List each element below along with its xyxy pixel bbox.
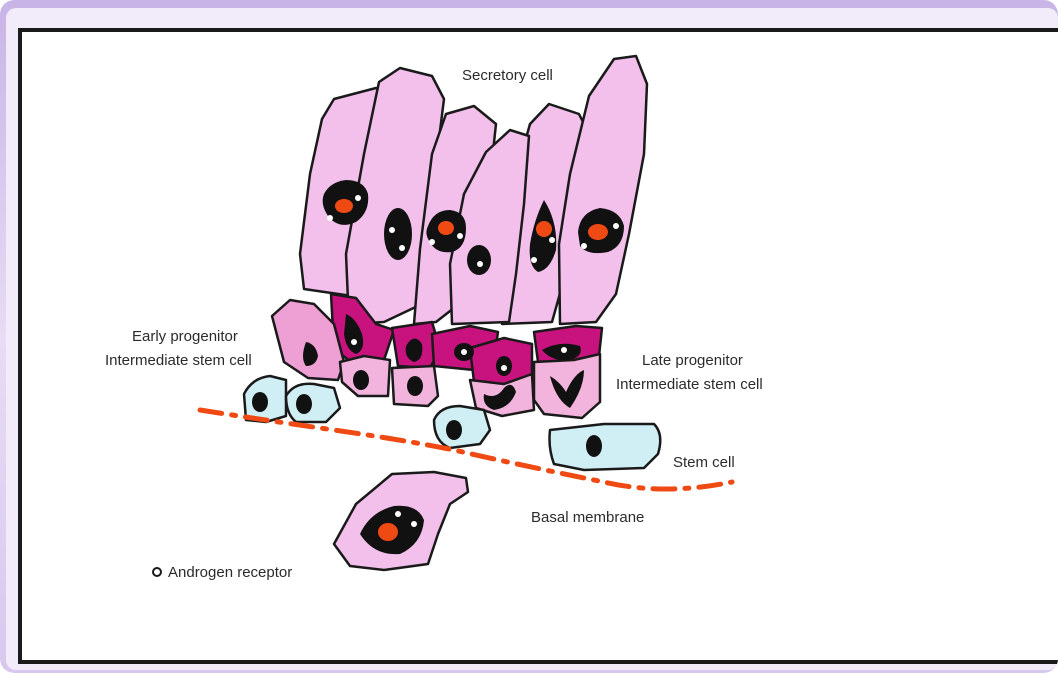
label-late-intermediate: Intermediate stem cell (616, 376, 763, 393)
label-basal-membrane: Basal membrane (531, 509, 644, 526)
androgen-receptor-dot (411, 521, 417, 527)
intermediate-cell (534, 354, 600, 418)
nucleus (586, 435, 602, 457)
prostate-epithelium-diagram: Secretory cell Early progenitor Intermed… (22, 32, 1058, 660)
androgen-receptor-dot (355, 195, 361, 201)
nucleus (384, 208, 412, 260)
stem-cell (550, 424, 661, 470)
androgen-receptor-dot (389, 227, 395, 233)
label-late-progenitor: Late progenitor (642, 352, 743, 369)
secretory-cell-6 (559, 56, 647, 324)
label-secretory-cell: Secretory cell (462, 67, 553, 84)
label-stem-cell: Stem cell (673, 454, 735, 471)
nucleus (296, 394, 312, 414)
nucleolus (438, 221, 454, 235)
nucleolus (588, 224, 608, 240)
androgen-receptor-dot (395, 511, 401, 517)
androgen-receptor-dot (457, 233, 463, 239)
nucleus (407, 376, 423, 396)
nucleolus (536, 221, 552, 237)
androgen-receptor-dot (581, 243, 587, 249)
stem-cell (434, 406, 490, 448)
nucleus (252, 392, 268, 412)
androgen-receptor-dot (531, 257, 537, 263)
nucleolus (335, 199, 353, 213)
androgen-receptor-dot (477, 261, 483, 267)
androgen-receptor-dot (501, 365, 507, 371)
androgen-receptor-dot (399, 245, 405, 251)
androgen-receptor-dot (613, 223, 619, 229)
nucleus (467, 245, 491, 275)
label-early-intermediate: Intermediate stem cell (105, 352, 252, 369)
androgen-receptor-dot (327, 215, 333, 221)
label-early-progenitor: Early progenitor (132, 328, 238, 345)
androgen-receptor-dot (429, 239, 435, 245)
androgen-receptor-dot (561, 347, 567, 353)
androgen-receptor-dot (461, 349, 467, 355)
label-androgen-receptor: Androgen receptor (168, 564, 292, 581)
androgen-receptor-dot (549, 237, 555, 243)
stem-cell (286, 384, 340, 422)
nucleus (446, 420, 462, 440)
nucleus (353, 370, 369, 390)
androgen-receptor-legend-icon (153, 568, 161, 576)
diagram-panel: Secretory cell Early progenitor Intermed… (18, 28, 1058, 664)
androgen-receptor-dot (351, 339, 357, 345)
nucleolus (378, 523, 398, 541)
